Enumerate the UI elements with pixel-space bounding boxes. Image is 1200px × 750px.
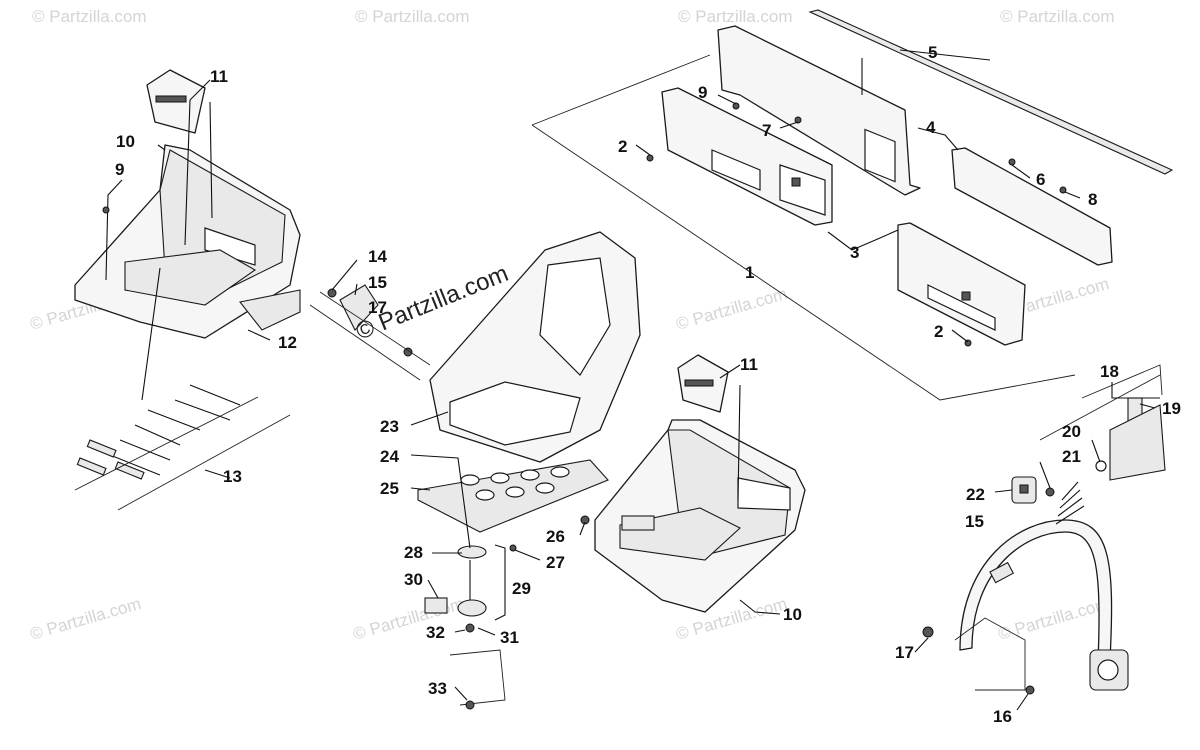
callout-26: 26: [546, 527, 565, 546]
callout-5: 5: [928, 43, 937, 62]
callout-31: 31: [500, 628, 519, 647]
callout-29: 29: [512, 579, 531, 598]
callout-18: 18: [1100, 362, 1119, 381]
callout-14: 14: [368, 247, 387, 266]
watermark: © Partzilla.com: [674, 284, 789, 334]
watermark: © Partzilla.com: [351, 594, 466, 644]
callout-labels: 1 2 2 3 4 5 6 7 8 9 9 10 10 11 11 12 13 …: [115, 43, 1181, 726]
left-storage-box: [74, 69, 301, 511]
watermark: © Partzilla.com: [678, 7, 793, 26]
callout-32: 32: [426, 623, 445, 642]
callout-21: 21: [1062, 447, 1081, 466]
callout-17: 17: [895, 643, 914, 662]
callout-3: 3: [850, 243, 859, 262]
watermark: © Partzilla.com: [355, 7, 470, 26]
callout-22: 22: [966, 485, 985, 504]
watermark: © Partzilla.com: [996, 594, 1111, 644]
watermark: © Partzilla.com: [1000, 7, 1115, 26]
right-storage-box: [594, 354, 806, 615]
callout-2: 2: [934, 322, 943, 341]
callout-19: 19: [1162, 399, 1181, 418]
callout-4: 4: [926, 118, 936, 137]
callout-7: 7: [762, 121, 771, 140]
callout-9: 9: [115, 160, 124, 179]
tool-kit: [76, 384, 241, 480]
callout-10: 10: [783, 605, 802, 624]
seat-belt-assembly: [914, 364, 1166, 711]
callout-8: 8: [1088, 190, 1097, 209]
base-holes: [460, 466, 570, 501]
callout-12: 12: [278, 333, 297, 352]
callout-15: 15: [965, 512, 984, 531]
callout-30: 30: [404, 570, 423, 589]
callout-24: 24: [380, 447, 399, 466]
callout-10: 10: [116, 132, 135, 151]
callout-16: 16: [993, 707, 1012, 726]
callout-23: 23: [380, 417, 399, 436]
callout-13: 13: [223, 467, 242, 486]
callout-15: 15: [368, 273, 387, 292]
callout-27: 27: [546, 553, 565, 572]
buckle-group: [309, 259, 431, 381]
watermark: © Partzilla.com: [28, 594, 143, 644]
callout-9: 9: [698, 83, 707, 102]
callout-1: 1: [745, 263, 754, 282]
callout-25: 25: [380, 479, 399, 498]
callout-2: 2: [618, 137, 627, 156]
callout-6: 6: [1036, 170, 1045, 189]
belt-spring: [1055, 481, 1085, 525]
callout-33: 33: [428, 679, 447, 698]
callout-20: 20: [1062, 422, 1081, 441]
callout-11: 11: [740, 355, 758, 374]
callout-11: 11: [210, 67, 228, 86]
seat-assembly: [410, 231, 641, 710]
callout-28: 28: [404, 543, 423, 562]
rear-panel-assembly: [531, 9, 1174, 401]
callout-17: 17: [368, 298, 387, 317]
watermark: © Partzilla.com: [32, 7, 147, 26]
